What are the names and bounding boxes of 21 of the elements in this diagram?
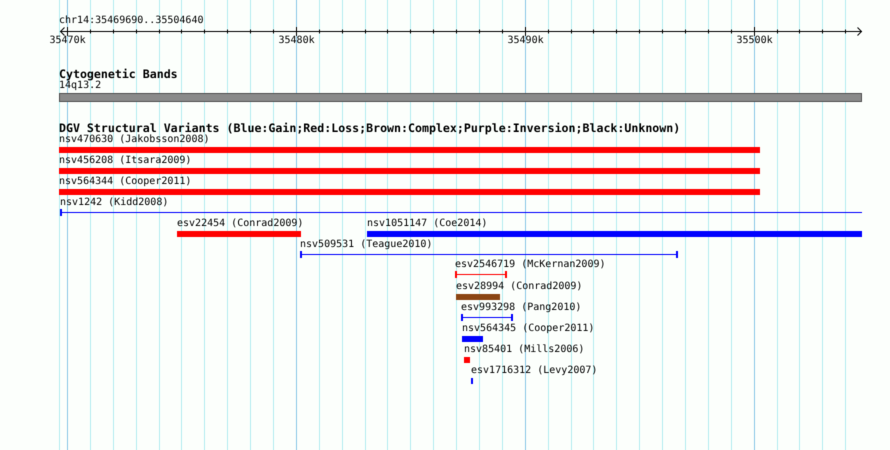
tick-label: 35470k	[50, 36, 86, 46]
feature-label: nsv564344 (Cooper2011)	[59, 177, 192, 187]
track-title: Cytogenetic Bands	[59, 68, 178, 80]
feature-label: esv2546719 (McKernan2009)	[455, 260, 606, 270]
tick-label: 35480k	[278, 36, 315, 46]
band-label: 14q13.2	[59, 81, 102, 91]
feature-label: esv22454 (Conrad2009)	[177, 219, 304, 229]
feature-label: nsv564345 (Cooper2011)	[462, 324, 594, 334]
feature-label: nsv1242 (Kidd2008)	[60, 198, 168, 208]
feature-label: esv993298 (Pang2010)	[461, 303, 582, 313]
track-title: DGV Structural Variants (Blue:Gain;Red:Loss;Brown:Complex;Purple:Inversion;Black:Unknown)	[59, 122, 680, 134]
feature-label: esv1716312 (Levy2007)	[471, 366, 598, 376]
feature-label: nsv470630 (Jakobsson2008)	[59, 135, 210, 145]
feature-label: nsv456208 (Itsara2009)	[59, 156, 192, 166]
feature-label: nsv509531 (Teague2010)	[300, 240, 432, 250]
feature-label: nsv1051147 (Coe2014)	[367, 219, 488, 229]
tick-label: 35500k	[736, 36, 773, 46]
feature-label: esv28994 (Conrad2009)	[456, 282, 582, 292]
region-label: chr14:35469690..35504640	[59, 16, 204, 26]
feature-label: nsv85401 (Mills2006)	[464, 345, 584, 355]
tick-label: 35490k	[508, 36, 544, 46]
